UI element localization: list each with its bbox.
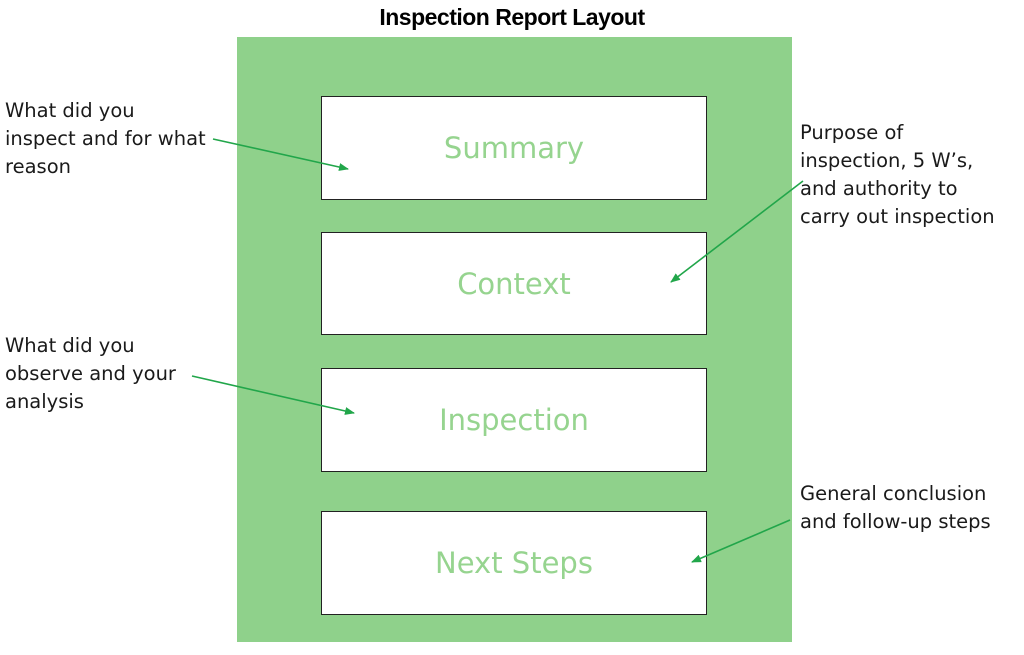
- summary-section-box: Summary: [321, 96, 707, 200]
- inspection-section-box: Inspection: [321, 368, 707, 472]
- inspection-annotation: What did you observe and your analysis: [5, 334, 176, 413]
- context-annotation: Purpose of inspection, 5 W’s, and author…: [800, 121, 995, 228]
- context-section-box: Context: [321, 232, 707, 335]
- summary-annotation: What did you inspect and for what reason: [5, 99, 206, 178]
- next-steps-annotation: General conclusion and follow-up steps: [800, 482, 991, 533]
- next-steps-section-box: Next Steps: [321, 511, 707, 615]
- next-steps-section-label: Next Steps: [435, 546, 593, 580]
- context-section-label: Context: [457, 266, 571, 301]
- summary-section-label: Summary: [443, 131, 585, 165]
- diagram-title: Inspection Report Layout: [379, 4, 645, 30]
- inspection-section-label: Inspection: [439, 403, 589, 437]
